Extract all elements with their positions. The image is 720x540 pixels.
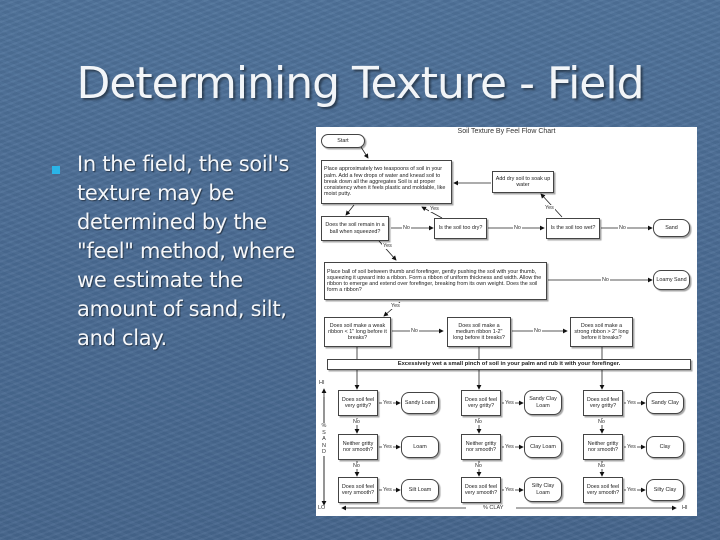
result-silty-clay: Silty Clay (646, 479, 684, 501)
label-no-dry: No (513, 225, 522, 231)
label-yes-c3r2: Yes (626, 444, 637, 450)
question-smooth-col2: Does soil feel very smooth? (461, 477, 501, 503)
result-silt-loam: Silt Loam (401, 479, 439, 501)
start-node: Start (321, 134, 365, 148)
result-loam: Loam (401, 436, 439, 458)
label-yes-c1r2: Yes (382, 444, 393, 450)
question-gritty-col3: Does soil feel very gritty? (583, 390, 623, 416)
question-too-wet: Is the soil too wet? (546, 218, 600, 239)
label-yes-c2r2: Yes (504, 444, 515, 450)
question-smooth-col1: Does soil feel very smooth? (338, 477, 378, 503)
question-weak-ribbon: Does soil make a weak ribbon < 1" long b… (324, 317, 391, 347)
bullet-list: In the field, the soil's texture may be … (50, 150, 305, 353)
label-yes-c1r3: Yes (382, 487, 393, 493)
question-neither-col2: Neither gritty nor smooth? (461, 434, 501, 460)
question-neither-col1: Neither gritty nor smooth? (338, 434, 378, 460)
label-no-c1a: No (352, 419, 361, 425)
result-sandy-clay: Sandy Clay (646, 392, 684, 414)
step-knead-soil: Place approximately two teaspoons of soi… (321, 160, 452, 204)
label-yes-c2r1: Yes (504, 400, 515, 406)
bullet-text: In the field, the soil's texture may be … (77, 152, 296, 350)
label-no-wet: No (618, 225, 627, 231)
question-smooth-col3: Does soil feel very smooth? (583, 477, 623, 503)
label-yes-wet: Yes (544, 205, 555, 211)
label-yes-ball: Yes (382, 243, 393, 249)
label-yes-c1r1: Yes (382, 400, 393, 406)
result-loamy-sand: Loamy Sand (653, 270, 690, 290)
bullet-square-icon (52, 166, 60, 174)
question-too-dry: Is the soil too dry? (434, 218, 487, 239)
label-no-c3b: No (597, 463, 606, 469)
step-wet-pinch: Excessively wet a small pinch of soil in… (327, 359, 691, 370)
clay-axis-label: % CLAY (480, 505, 507, 511)
question-gritty-col1: Does soil feel very gritty? (338, 390, 378, 416)
sand-axis-hi: HI (319, 380, 325, 386)
result-clay-loam: Clay Loam (524, 436, 562, 458)
label-no-c2a: No (474, 419, 483, 425)
result-sand: Sand (653, 219, 690, 237)
label-no-ribbon: No (601, 277, 610, 283)
label-yes-c2r3: Yes (504, 487, 515, 493)
result-sandy-clay-loam: Sandy Clay Loam (524, 390, 562, 415)
question-strong-ribbon: Does soil make a strong ribbon > 2" long… (570, 317, 633, 347)
question-medium-ribbon: Does soil make a medium ribbon 1-2" long… (447, 317, 511, 347)
add-dry-soil-node: Add dry soil to soak up water (492, 171, 554, 193)
label-yes-dry: Yes (429, 206, 440, 212)
label-yes-ribbon: Yes (390, 303, 401, 309)
label-no-c3a: No (597, 419, 606, 425)
result-sandy-loam: Sandy Loam (401, 392, 439, 414)
label-no-medium: No (533, 328, 542, 334)
slide-title: Determining Texture - Field (76, 58, 644, 109)
question-ball: Does the soil remain in a ball when sque… (321, 216, 389, 241)
soil-texture-flowchart: Soil Texture By Feel Flow Chart Start Pl… (316, 127, 697, 516)
label-no-weak: No (410, 328, 419, 334)
question-gritty-col2: Does soil feel very gritty? (461, 390, 501, 416)
label-no-c1b: No (352, 463, 361, 469)
label-no-c2b: No (474, 463, 483, 469)
question-neither-col3: Neither gritty nor smooth? (583, 434, 623, 460)
result-clay: Clay (646, 436, 684, 458)
label-yes-c3r3: Yes (626, 487, 637, 493)
result-silty-clay-loam: Silty Clay Loam (524, 477, 562, 502)
sand-axis-lo: LO (318, 505, 326, 511)
label-no-ball: No (402, 225, 411, 231)
step-ribbon: Place ball of soil between thumb and for… (324, 262, 547, 300)
flowchart-title: Soil Texture By Feel Flow Chart (457, 128, 556, 135)
label-yes-c3r1: Yes (626, 400, 637, 406)
clay-axis-hi: HI (682, 505, 688, 511)
